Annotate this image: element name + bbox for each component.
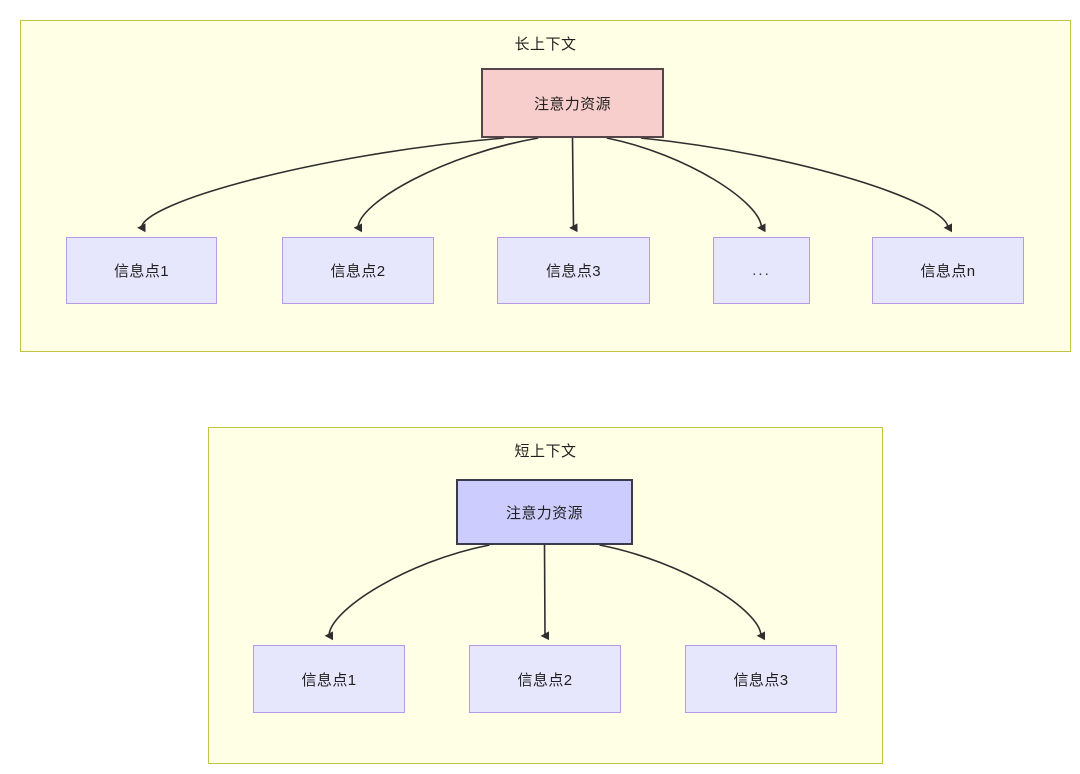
group-frame-short-context[interactable] <box>208 427 883 764</box>
node-info-point-long-2[interactable]: 信息点2 <box>282 237 434 304</box>
node-label: 注意力资源 <box>505 504 583 522</box>
node-info-point-short-1[interactable]: 信息点1 <box>253 645 405 713</box>
node-label: 信息点3 <box>733 671 789 689</box>
node-label: 信息点3 <box>546 263 601 280</box>
node-label: 注意力资源 <box>533 95 611 113</box>
node-label: ... <box>752 262 771 279</box>
node-label: 信息点1 <box>114 263 169 280</box>
node-attention-resource-short[interactable]: 注意力资源 <box>456 479 633 545</box>
node-attention-resource-long[interactable]: 注意力资源 <box>481 68 664 138</box>
node-label: 信息点n <box>920 263 976 280</box>
node-info-point-long-3[interactable]: 信息点3 <box>497 237 650 304</box>
group-title-short-context: 短上下文 <box>514 443 577 460</box>
node-info-point-short-2[interactable]: 信息点2 <box>469 645 621 713</box>
node-label: 信息点2 <box>517 671 573 689</box>
node-label: 信息点2 <box>330 263 386 280</box>
node-label: 信息点1 <box>301 671 357 689</box>
node-info-point-short-3[interactable]: 信息点3 <box>685 645 837 713</box>
node-info-point-long-1[interactable]: 信息点1 <box>66 237 217 304</box>
node-info-point-long-4[interactable]: ... <box>713 237 810 304</box>
group-title-long-context: 长上下文 <box>514 36 577 53</box>
node-info-point-long-5[interactable]: 信息点n <box>872 237 1024 304</box>
